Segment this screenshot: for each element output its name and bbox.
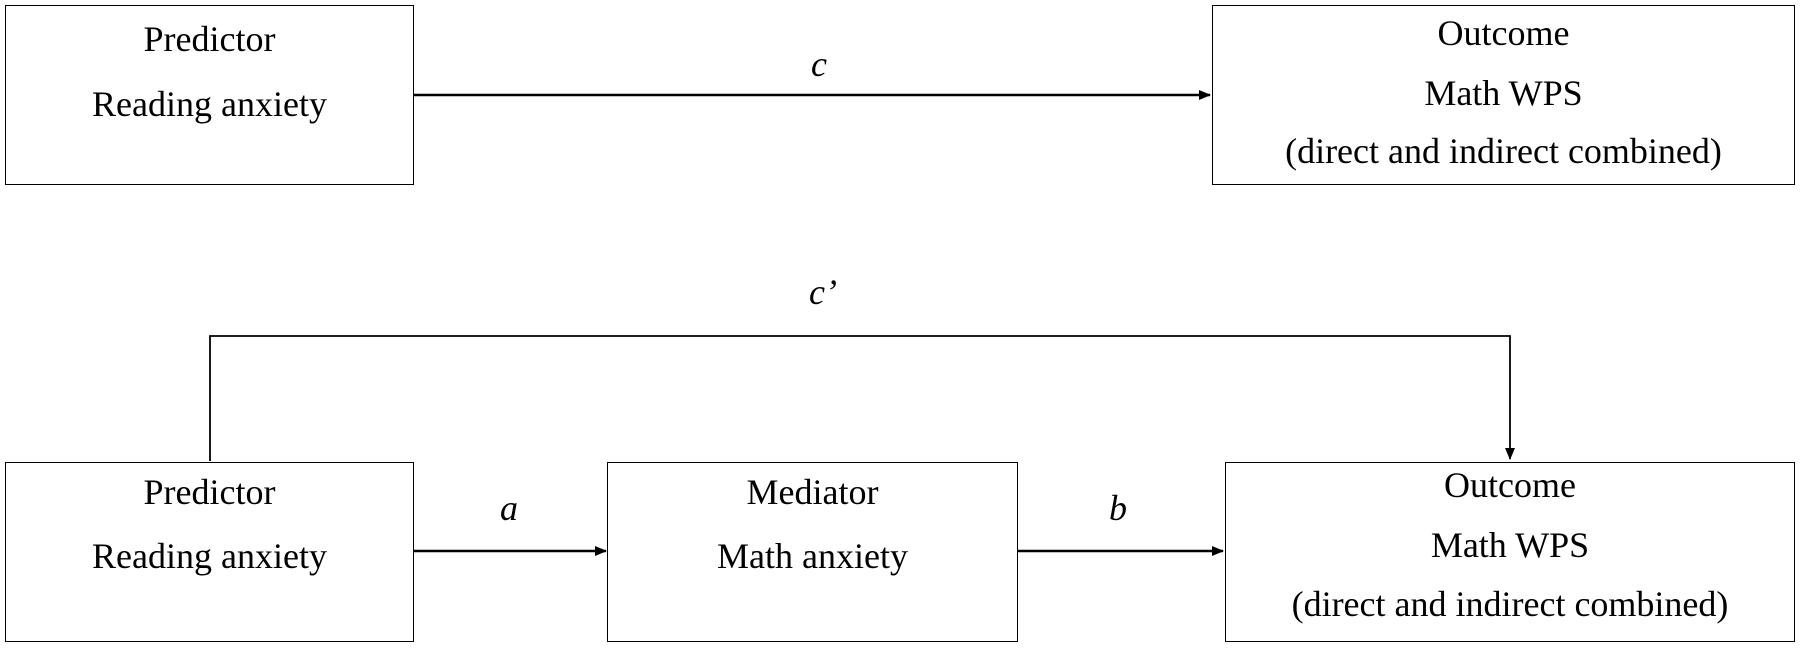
mediation-predictor-box: Predictor Reading anxiety: [5, 462, 414, 642]
mediation-outcome-heading: Outcome: [1444, 465, 1576, 505]
path-a-label: a: [500, 488, 518, 528]
mediator-heading: Mediator: [746, 472, 879, 512]
top-outcome-box: Outcome Math WPS (direct and indirect co…: [1212, 5, 1795, 185]
path-c-prime-label: c’: [809, 272, 837, 312]
mediation-predictor-variable: Reading anxiety: [92, 536, 327, 576]
mediation-predictor-heading: Predictor: [143, 472, 276, 512]
top-outcome-note: (direct and indirect combined): [1285, 131, 1722, 171]
top-outcome-variable: Math WPS: [1424, 73, 1583, 113]
path-b-label: b: [1109, 488, 1127, 528]
top-predictor-box: Predictor Reading anxiety: [5, 5, 414, 185]
top-predictor-variable: Reading anxiety: [92, 84, 327, 124]
path-c-label: c: [811, 44, 827, 84]
top-outcome-heading: Outcome: [1437, 13, 1570, 53]
mediation-outcome-variable: Math WPS: [1430, 525, 1590, 565]
mediator-variable: Math anxiety: [717, 536, 908, 576]
path-c-prime-arrow: [209, 335, 1515, 461]
mediator-box: Mediator Math anxiety: [607, 462, 1018, 642]
mediation-outcome-box: Outcome Math WPS (direct and indirect co…: [1225, 462, 1795, 642]
mediation-outcome-note: (direct and indirect combined): [1291, 584, 1729, 624]
top-predictor-heading: Predictor: [143, 19, 276, 59]
